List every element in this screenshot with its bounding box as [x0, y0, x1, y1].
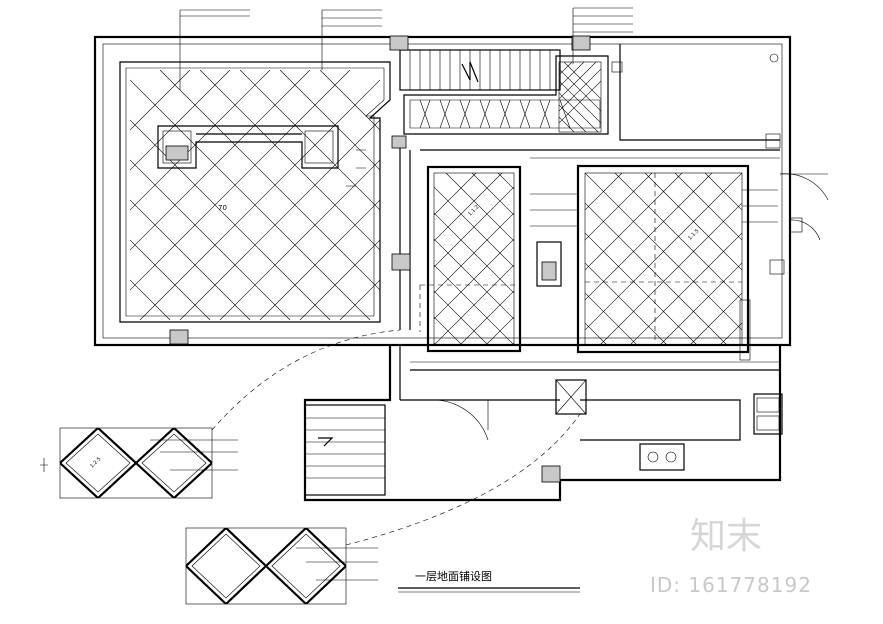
tile-detail-2: [185, 527, 347, 605]
doors: [429, 173, 829, 441]
leader-curves: [211, 329, 581, 546]
dim-label-c: 1.2.5: [89, 456, 102, 469]
inner-walls: [169, 35, 785, 483]
dim-label-b: 1.1.5: [687, 228, 700, 241]
dim-label-70: 70: [218, 204, 227, 212]
watermark-id: ID: 161778192: [650, 573, 812, 597]
watermark-logo: 知末: [690, 516, 762, 557]
tile-detail-1: 1.2.5: [40, 427, 213, 499]
centre-column: [419, 241, 562, 332]
top-right-room: [611, 44, 781, 149]
kitchen-area: [304, 379, 783, 496]
dining-tiles: 1.1.2: [426, 165, 522, 353]
watermark: 知末 ID: 161778192: [650, 516, 812, 597]
annotation-leaders: [150, 7, 778, 581]
hall-tiles: 1.1.5: [576, 164, 750, 354]
living-room-tiles: 70: [119, 61, 391, 323]
staircase-top: [399, 49, 609, 135]
drawing-title: 一层地面铺设图: [415, 570, 492, 583]
drawing-title-block: 一层地面铺设图: [398, 570, 580, 593]
